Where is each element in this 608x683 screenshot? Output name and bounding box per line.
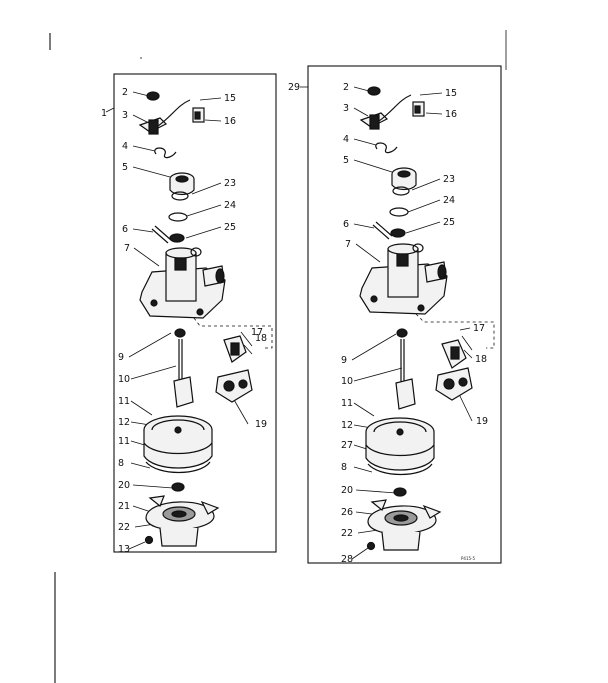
left-callout-10: 10 [118,374,130,385]
left-callout-23: 23 [224,178,236,189]
right-callout-23: 23 [443,174,455,185]
right-callout-4: 4 [343,134,349,145]
right-callout-9: 9 [341,355,347,366]
right-callout-25: 25 [443,217,455,228]
left-callout-7: 7 [124,243,130,254]
left-drum [143,415,213,473]
right-callout-5: 5 [343,155,349,166]
left-callout-5: 5 [122,162,128,173]
left-callout-12: 12 [118,417,130,428]
right-callout-8: 8 [341,462,347,473]
right-callout-24: 24 [443,195,455,206]
left-callout-2: 2 [122,87,128,98]
right-callout-11: 11 [341,398,353,409]
left-callout-8: 8 [118,458,124,469]
left-housing [139,247,226,319]
right-assembly: 29 2 15 3 16 4 5 23 24 25 6 7 17 9 18 10… [288,65,502,565]
right-callout-27: 27 [341,440,353,451]
left-callout-17: 17 [251,327,263,338]
left-assembly: 1 2 15 3 16 4 5 23 24 25 6 7 17 9 18 10 … [101,73,277,555]
right-callout-17: 17 [473,323,485,334]
right-callout-15: 15 [445,88,457,99]
left-base [145,495,220,547]
drawing-code: P415-5 [461,556,475,561]
right-callout-19: 19 [476,416,488,427]
left-callout-9: 9 [118,352,124,363]
right-leader-lines [351,86,473,560]
right-callout-28: 28 [341,554,353,565]
right-base [367,499,442,551]
right-callout-22: 22 [341,528,353,539]
left-callout-6: 6 [122,224,128,235]
right-callout-6: 6 [343,219,349,230]
right-callout-10: 10 [341,376,353,387]
left-callout-25: 25 [224,222,236,233]
left-callout-24: 24 [224,200,236,211]
right-panel-frame [307,65,502,564]
left-callout-4: 4 [122,141,128,152]
left-callout-15: 15 [224,93,236,104]
left-callout-21: 21 [118,501,130,512]
right-callout-26: 26 [341,507,353,518]
right-drum [365,417,435,475]
right-housing [359,243,448,315]
left-callout-3: 3 [122,110,128,121]
left-callout-11-lower: 11 [118,436,130,447]
left-callout-16: 16 [224,116,236,127]
right-callout-12: 12 [341,420,353,431]
left-callout-13: 13 [118,544,130,555]
right-callout-2: 2 [343,82,349,93]
right-callout-7: 7 [345,239,351,250]
right-panel-marker: 29 [288,82,300,93]
left-callout-19: 19 [255,419,267,430]
left-callout-11-upper: 11 [118,396,130,407]
left-leader-lines [128,91,249,550]
left-panel-marker: 1 [101,108,107,119]
right-callout-20: 20 [341,485,353,496]
right-callout-18: 18 [475,354,487,365]
left-callout-22: 22 [118,522,130,533]
left-callout-20: 20 [118,480,130,491]
left-callout-18: 18 [255,333,267,344]
left-panel-frame [113,73,277,553]
right-callout-3: 3 [343,103,349,114]
right-callout-16: 16 [445,109,457,120]
